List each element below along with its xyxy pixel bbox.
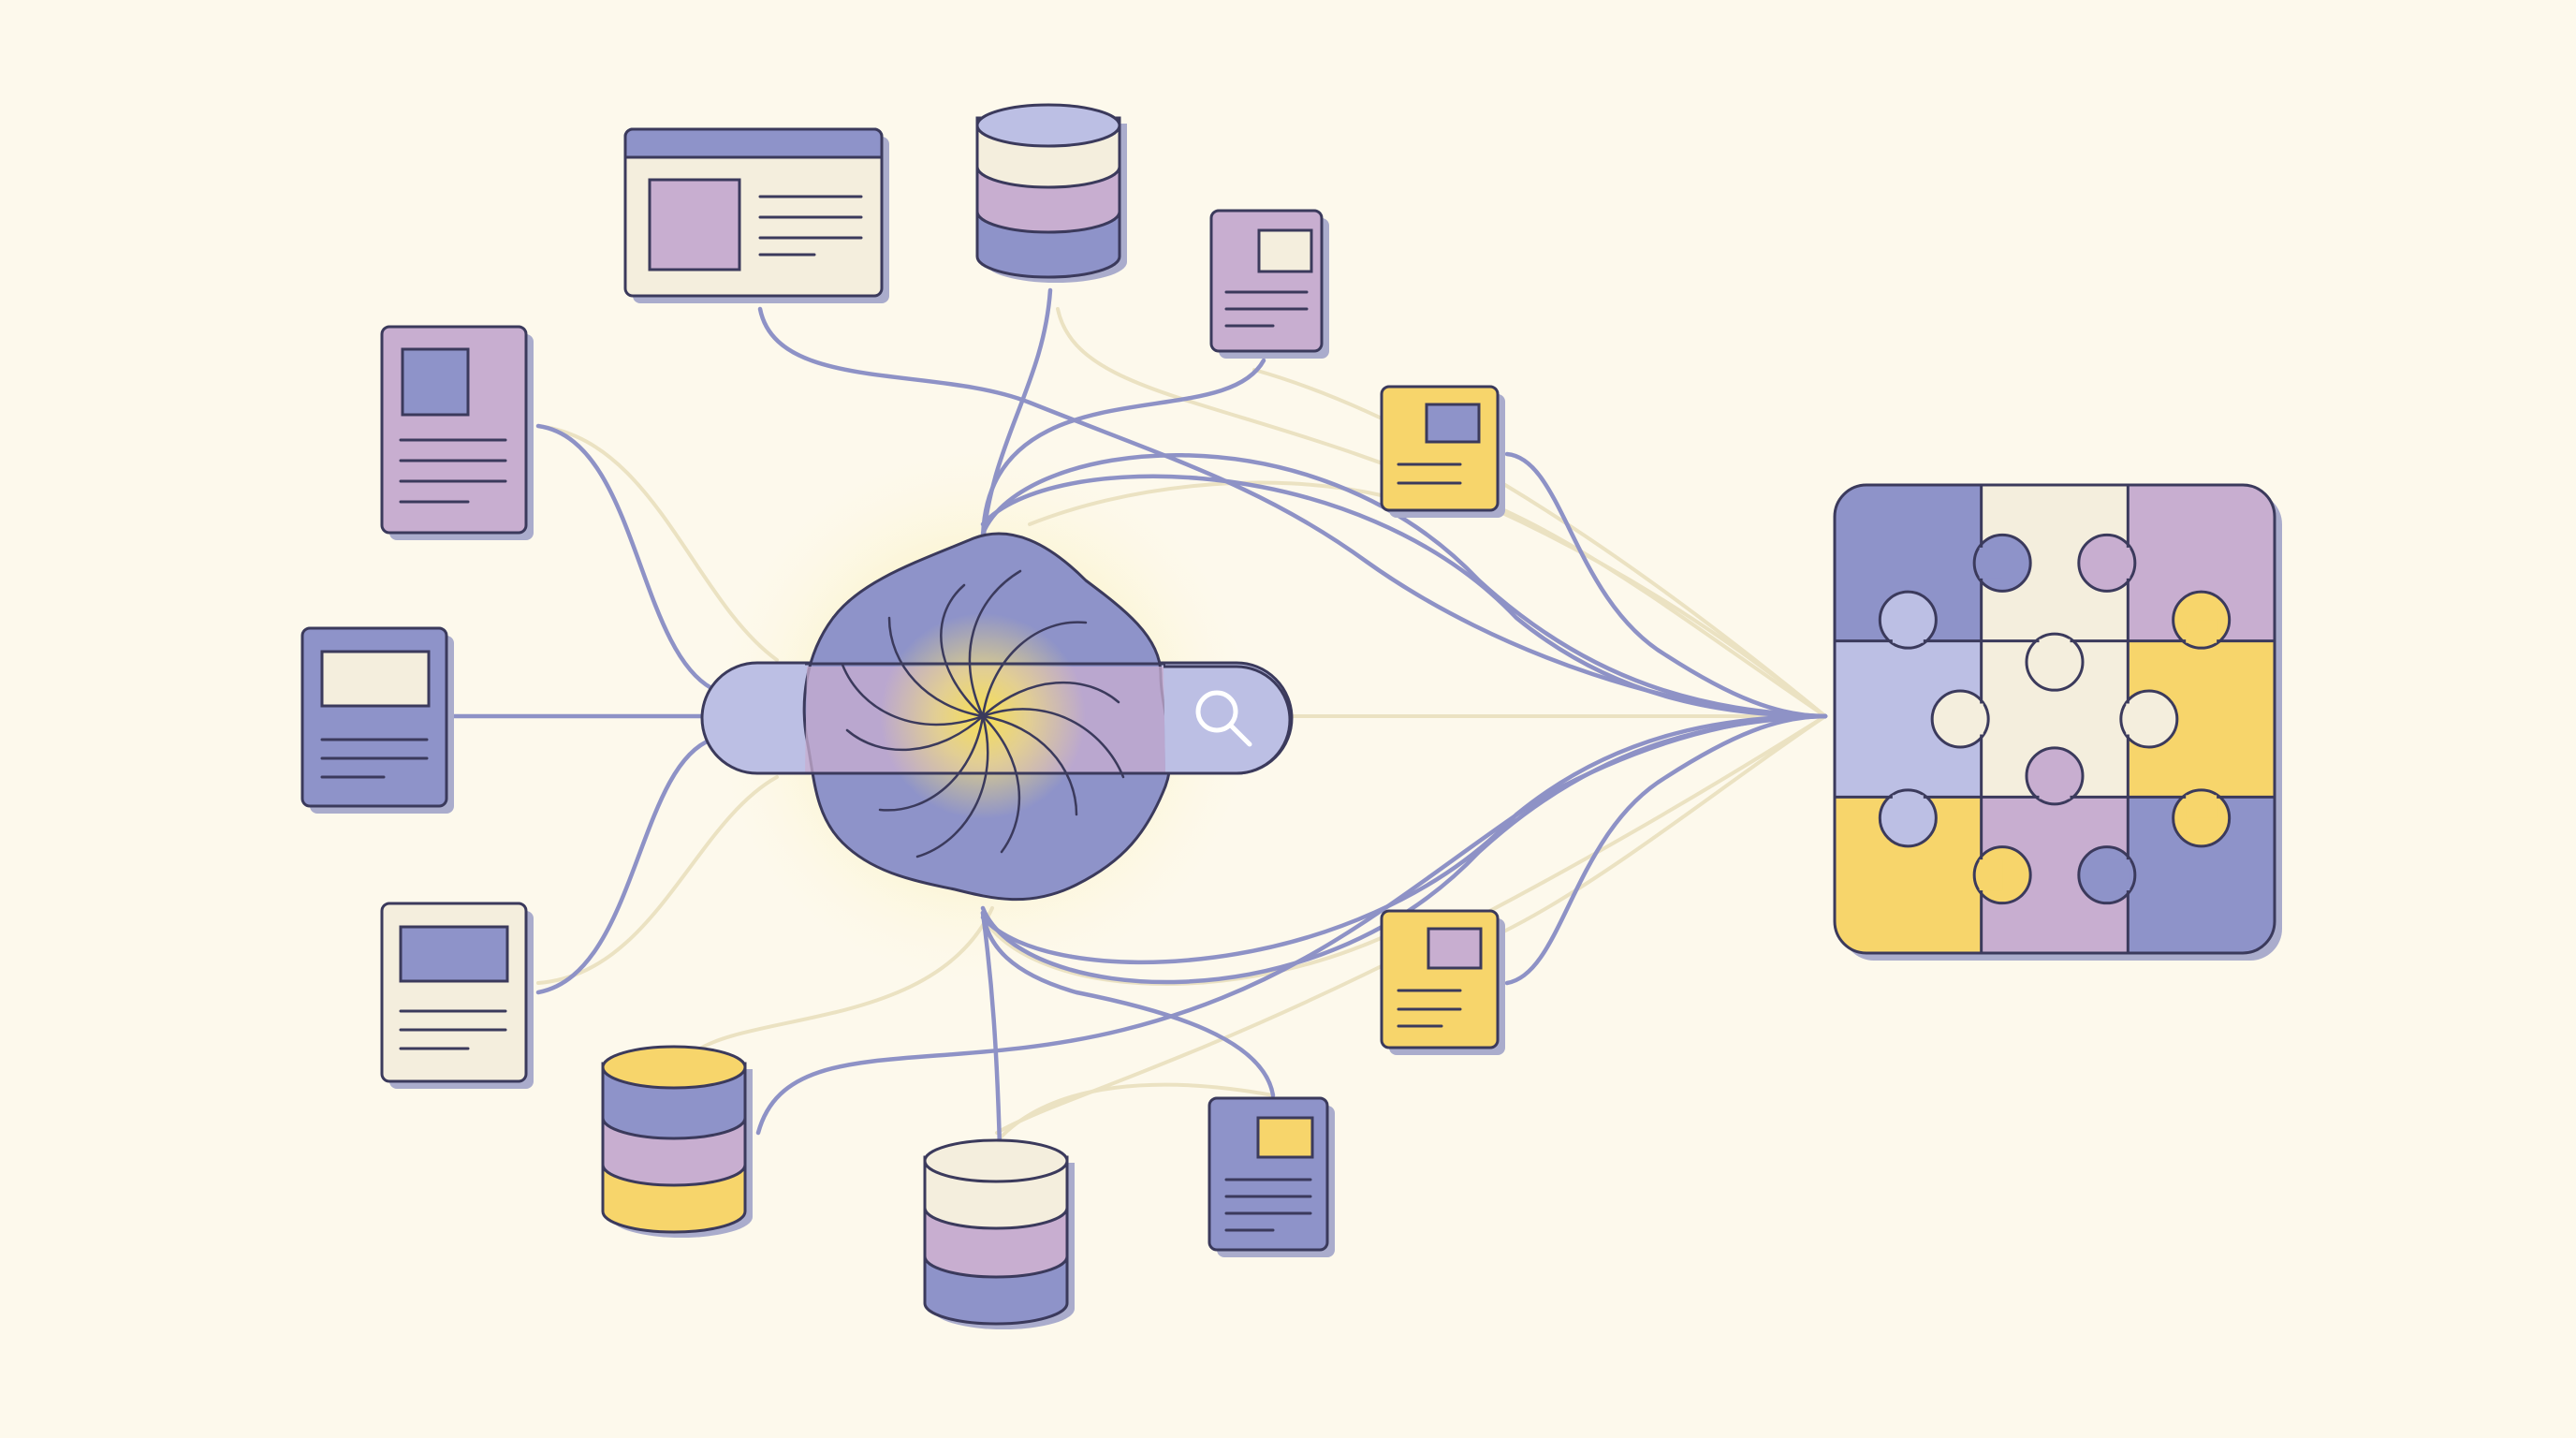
- browser-window-icon: [623, 127, 889, 303]
- connector-line: [1504, 451, 1828, 719]
- document-icon: [1209, 209, 1329, 359]
- connector-line: [535, 423, 714, 691]
- note-icon: [1380, 909, 1505, 1055]
- faint-line: [536, 424, 779, 662]
- database-icon: [601, 1045, 753, 1238]
- faint-line: [691, 906, 994, 1055]
- faint-line: [536, 775, 779, 985]
- connector-line: [757, 306, 1828, 719]
- document-icon: [300, 626, 454, 814]
- document-icon: [380, 902, 534, 1089]
- faint-line: [995, 714, 1827, 1135]
- search-icon[interactable]: [1195, 690, 1252, 747]
- faint-connectors: [536, 307, 1827, 1149]
- connector-line: [980, 713, 1828, 965]
- faint-line: [1252, 368, 1827, 718]
- faint-line: [1028, 480, 1387, 526]
- connector-line: [980, 910, 1003, 1150]
- note-icon: [1380, 385, 1505, 518]
- strong-connectors: [446, 287, 1828, 1150]
- connector-line: [1504, 713, 1828, 986]
- connector-line: [980, 453, 1828, 719]
- faint-line: [1056, 307, 1827, 718]
- document-icon: [1208, 1096, 1335, 1257]
- connector-line: [980, 910, 1276, 1098]
- document-icon: [380, 325, 534, 540]
- connector-line: [980, 474, 1828, 719]
- connector-line: [755, 713, 1828, 1136]
- database-icon: [923, 1138, 1075, 1329]
- connector-line: [980, 358, 1266, 546]
- hub: [700, 532, 1294, 902]
- connector-line: [535, 737, 714, 995]
- faint-line: [990, 1082, 1275, 1149]
- puzzle-icon: [1833, 483, 2282, 961]
- database-icon: [975, 103, 1127, 283]
